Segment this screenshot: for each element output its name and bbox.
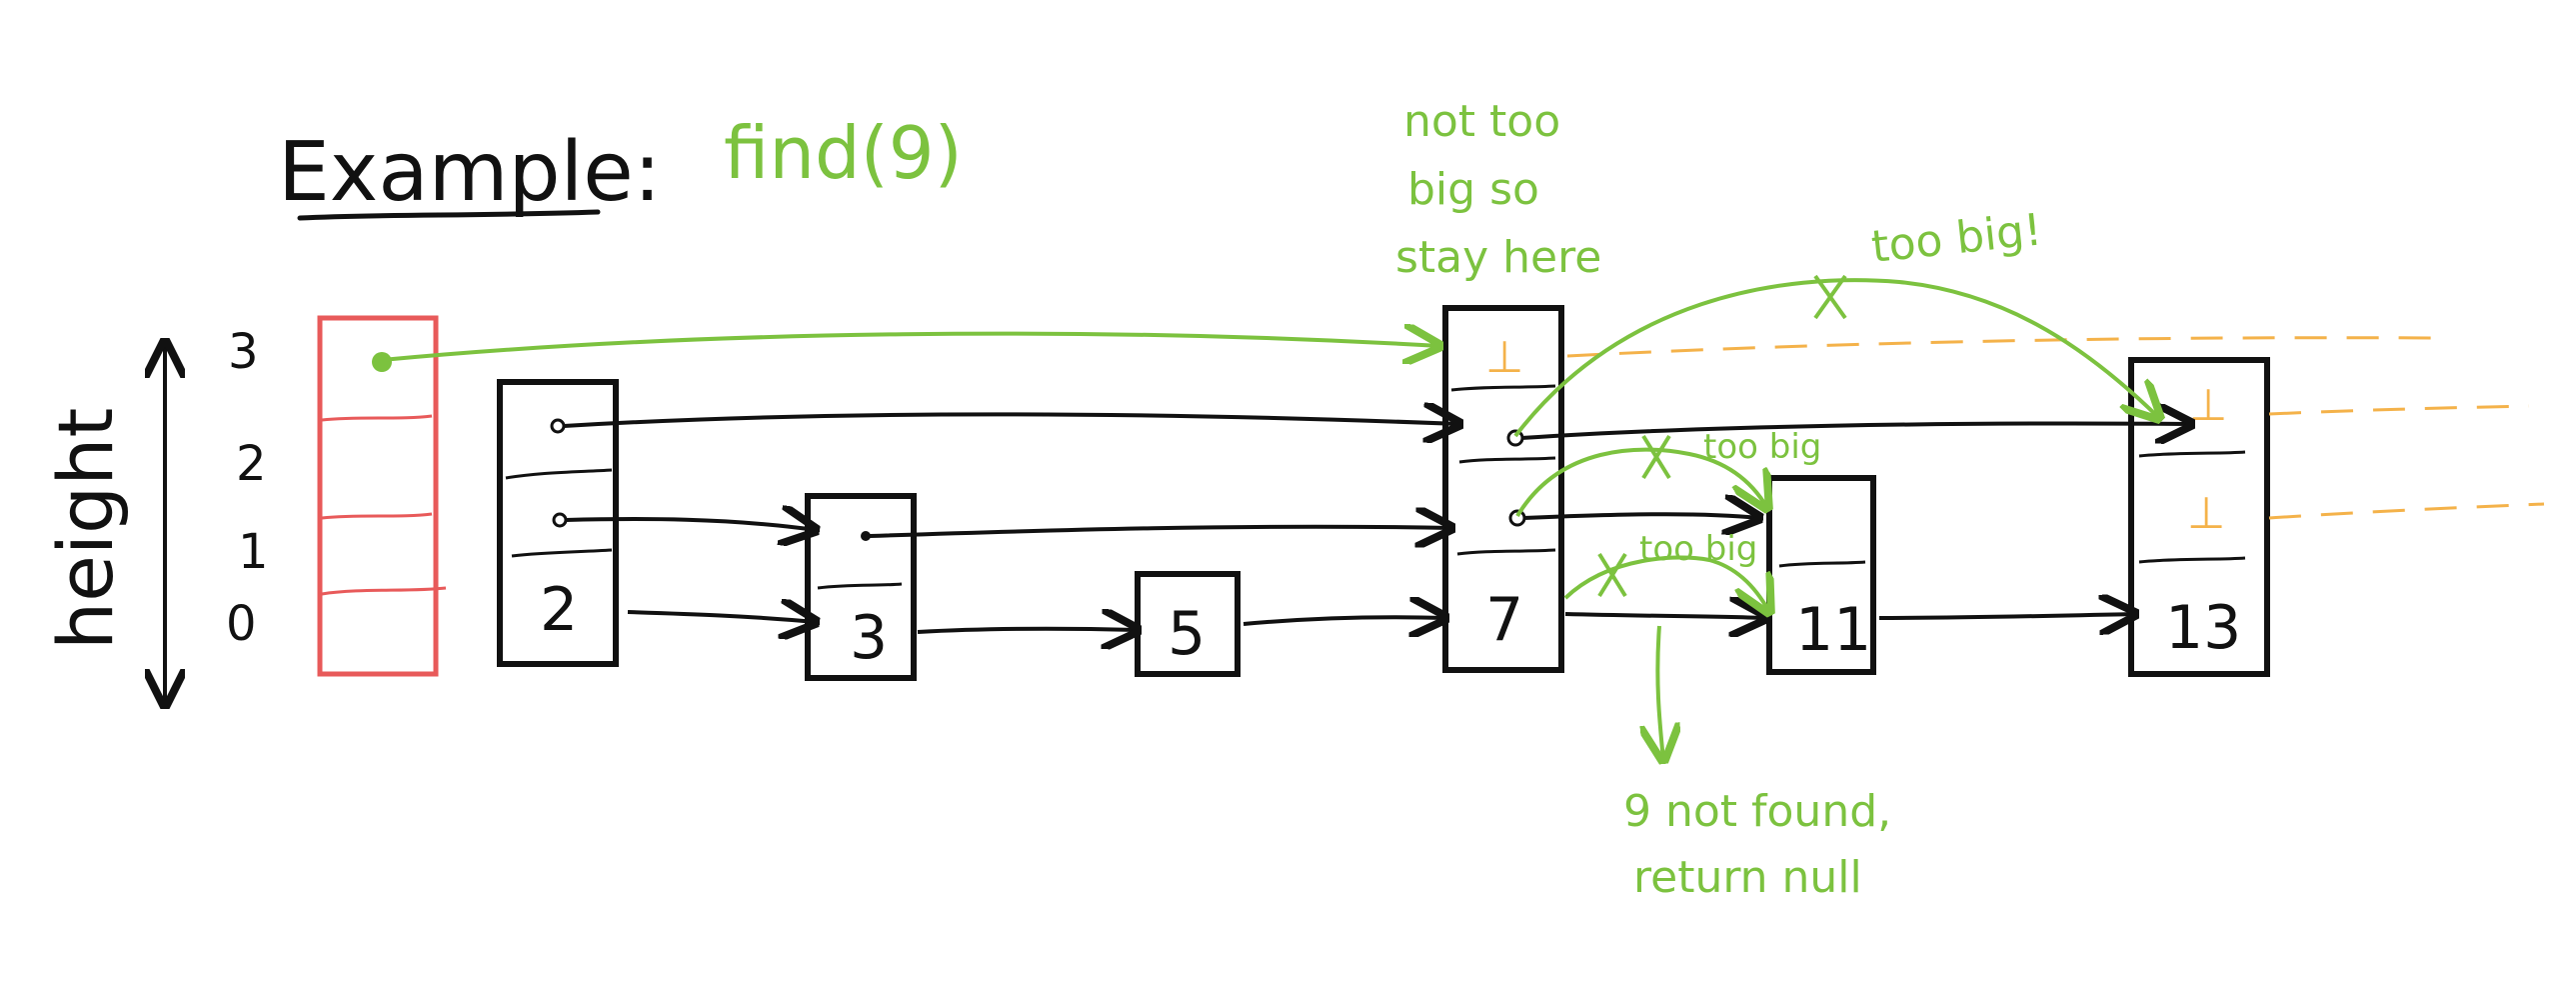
node-value: 5 [1168, 599, 1206, 669]
node-value: 2 [540, 575, 578, 645]
title-underline [297, 209, 601, 221]
level-label: 3 [228, 324, 259, 380]
node-value: 7 [1485, 585, 1523, 655]
annotation-stay-line: stay here [1395, 232, 1601, 283]
head-node [317, 315, 447, 677]
node-11: 11 [1766, 475, 1876, 675]
node-5: 5 [1135, 571, 1241, 677]
annotation-too-big-low: too big [1639, 529, 1757, 569]
forward-pointers [563, 414, 2191, 632]
level-label: 2 [236, 436, 267, 492]
search-path [381, 278, 2159, 760]
annotation-too-big-mid: too big [1703, 427, 1821, 467]
node-13: ⊥ ⊥ 13 [2128, 357, 2270, 677]
node-3: 3 [805, 493, 917, 681]
node-2: 2 [497, 379, 619, 667]
annotation-too-big-top: too big! [1869, 204, 2044, 273]
node-value: 13 [2165, 593, 2241, 663]
null-pointer: ⊥ [2189, 380, 2227, 431]
title: Example: [278, 125, 661, 220]
node-value: 3 [850, 603, 888, 673]
annotation-result-line: return null [1633, 852, 1862, 903]
rejected-marks [1597, 274, 1847, 598]
null-pointer: ⊥ [1485, 332, 1523, 383]
node-value: 11 [1795, 595, 1871, 665]
level-label: 1 [238, 524, 269, 580]
node-7: ⊥ 7 [1442, 305, 1564, 673]
annotation-stay-line: big so [1407, 164, 1539, 215]
annotation-stay-line: not too [1403, 96, 1560, 147]
annotation-result-line: 9 not found, [1623, 786, 1891, 837]
axis-label: height [41, 408, 130, 650]
operation-label: find(9) [724, 111, 963, 195]
null-pointer: ⊥ [2187, 488, 2225, 539]
null-continuations [1566, 336, 2545, 520]
level-label: 0 [226, 596, 257, 652]
